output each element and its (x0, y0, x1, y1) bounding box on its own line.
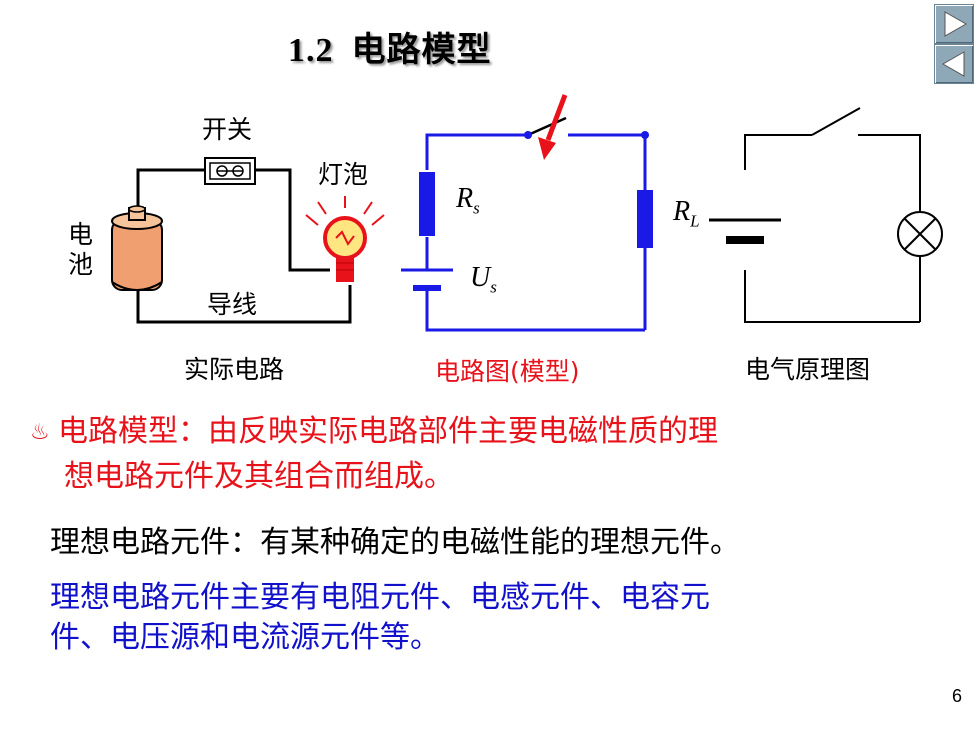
bulb-label: 灯泡 (318, 160, 369, 189)
resistor-rs-icon (419, 172, 435, 236)
battery-label: 电池 (68, 220, 94, 279)
actual-circuit (136, 168, 352, 324)
schematic-diagram (744, 107, 943, 323)
switch-node-right (641, 131, 649, 139)
switch-icon (204, 157, 256, 185)
ideal-elements-line1: 理想电路元件主要有电阻元件、电感元件、电容元 (50, 580, 710, 615)
title-text: 电路模型 (351, 30, 492, 70)
voltage-source-icon (401, 268, 453, 291)
title-number: 1.2 (288, 32, 334, 69)
prev-slide-button[interactable] (934, 44, 974, 84)
play-right-icon (944, 11, 968, 37)
us-label: Us (470, 262, 497, 297)
caption-schematic: 电气原理图 (745, 355, 871, 384)
wire-label: 导线 (207, 290, 258, 319)
bulb-icon (305, 196, 385, 282)
rs-label: Rs (456, 183, 480, 218)
play-left-icon (941, 51, 965, 77)
caption-model-circuit: 电路图(模型) (435, 357, 580, 386)
page-title: 1.2 电路模型 (288, 22, 492, 71)
ideal-elements-line2: 件、电压源和电流源元件等。 (50, 620, 440, 655)
battery-icon (111, 205, 163, 291)
ideal-element-definition: 理想电路元件：有某种确定的电磁性能的理想元件。 (50, 525, 740, 560)
switch-node-left (524, 131, 532, 139)
rl-label: RL (673, 196, 700, 231)
arrow-icon (538, 94, 568, 160)
battery-short-plate (726, 236, 764, 244)
next-slide-button[interactable] (934, 4, 974, 44)
model-definition-line1: 电路模型：由反映实际电路部件主要电磁性质的理 (58, 414, 718, 449)
circuit-figure (111, 94, 943, 332)
page-number: 6 (951, 686, 962, 706)
ideal-elements-list: 理想电路元件主要有电阻元件、电感元件、电容元 件、电压源和电流源元件等。 (50, 578, 920, 658)
bullet-icon: ♨ (30, 419, 50, 445)
model-definition: ♨ 电路模型：由反映实际电路部件主要电磁性质的理 想电路元件及其组合而组成。 (30, 410, 930, 499)
model-definition-line2: 想电路元件及其组合而组成。 (64, 458, 454, 494)
resistor-rl-icon (637, 190, 653, 248)
model-circuit (425, 116, 647, 332)
caption-actual-circuit: 实际电路 (184, 355, 285, 384)
switch-label: 开关 (202, 115, 253, 144)
